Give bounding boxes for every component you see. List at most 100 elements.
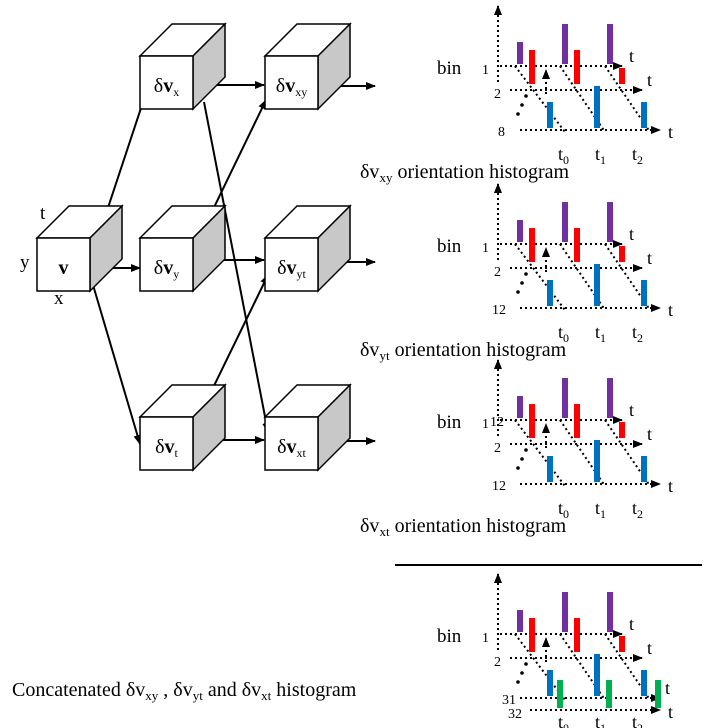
time-tick-label: t0	[558, 712, 569, 728]
block-delta-vyt: δvyt	[263, 204, 352, 293]
bar-purple	[607, 202, 613, 242]
ellipsis-dot	[524, 448, 528, 452]
bar-blue	[641, 280, 647, 306]
bar-purple	[607, 378, 613, 418]
time-tick-label: t2	[632, 498, 643, 521]
bin-number: 1	[482, 241, 489, 256]
bar-red	[574, 50, 580, 84]
block-delta-vxt: δvxt	[263, 383, 352, 472]
bar-blue	[547, 670, 553, 696]
bar-blue	[641, 456, 647, 482]
histogram-caption: δvxy orientation histogram	[360, 161, 570, 185]
bin-axis-label: bin	[437, 626, 462, 647]
histogram-caption: δvyt orientation histogram	[360, 339, 567, 363]
bar-red	[529, 404, 535, 438]
time-axis-label: t	[647, 70, 652, 90]
bar-red	[529, 228, 535, 262]
ellipsis-dot	[520, 103, 524, 107]
time-tick-label: t0	[558, 322, 569, 345]
ellipsis-dot	[516, 112, 520, 116]
time-tick-label: t0	[558, 498, 569, 521]
bar-red	[619, 246, 625, 262]
time-diagonal	[514, 419, 566, 487]
arrow-v-to-dvt	[87, 267, 142, 445]
time-diagonal	[514, 243, 566, 311]
block-v-label: v	[59, 257, 69, 279]
bin-number: 32	[508, 707, 522, 722]
bar-purple	[607, 24, 613, 64]
ellipsis-dot	[524, 272, 528, 276]
ellipsis-dot	[524, 662, 528, 666]
bar-blue	[641, 102, 647, 128]
block-v: v	[35, 204, 124, 293]
bar-purple	[517, 610, 523, 632]
time-axis-label: t	[647, 638, 652, 658]
bar-red	[619, 68, 625, 84]
bin-axis-label: bin	[437, 58, 462, 79]
time-axis-label: t	[668, 702, 673, 722]
time-tick-label: t2	[632, 322, 643, 345]
time-tick-label: t1	[595, 712, 606, 728]
bar-blue	[594, 86, 600, 128]
block-delta-vt-label: δvt	[155, 436, 178, 460]
bin-number: 2	[494, 265, 501, 280]
bar-blue	[641, 670, 647, 696]
time-tick-label: t1	[595, 498, 606, 521]
time-diagonal	[514, 633, 566, 701]
block-delta-vxt-label: δvxt	[277, 436, 306, 460]
block-delta-vxy: δvxy	[263, 22, 352, 111]
bar-green	[655, 680, 661, 708]
time-diagonal	[514, 65, 566, 133]
bar-green	[606, 680, 612, 708]
time-axis-label: t	[668, 300, 673, 320]
axis-x-label: x	[54, 288, 64, 309]
bin-number: 31	[502, 693, 516, 708]
time-axis-label: t	[629, 224, 634, 244]
time-tick-label: t1	[595, 144, 606, 167]
bin-number: 1	[482, 417, 489, 432]
bar-red	[574, 404, 580, 438]
concat-caption: Concatenated δvxy , δvyt and δvxt histog…	[12, 679, 357, 703]
time-tick-label: t1	[595, 322, 606, 345]
bar-purple	[562, 24, 568, 64]
block-delta-vx: δvx	[138, 22, 227, 111]
ellipsis-dot	[520, 457, 524, 461]
block-delta-vyt-label: δvyt	[277, 257, 306, 281]
bar-blue	[547, 456, 553, 482]
time-axis-label: t	[668, 476, 673, 496]
ellipsis-dot	[524, 94, 528, 98]
bar-blue	[547, 102, 553, 128]
ellipsis-dot	[516, 680, 520, 684]
bin-number: 2	[494, 87, 501, 102]
bar-red	[619, 636, 625, 652]
ellipsis-dot	[520, 671, 524, 675]
bar-red	[619, 422, 625, 438]
time-tick-label: t0	[558, 144, 569, 167]
bar-purple	[607, 592, 613, 632]
bar-blue	[594, 264, 600, 306]
time-axis-label: t	[668, 122, 673, 142]
block-delta-vxy-label: δvxy	[276, 75, 307, 99]
bin-number: 12	[490, 415, 504, 430]
histogram-caption: δvxt orientation histogram	[360, 515, 567, 539]
bin-number: 1	[482, 63, 489, 78]
bar-purple	[517, 220, 523, 242]
time-axis-label: t	[665, 678, 670, 698]
bar-purple	[517, 396, 523, 418]
time-tick-label: t2	[632, 144, 643, 167]
bin-number: 2	[494, 655, 501, 670]
bar-green	[557, 680, 563, 708]
bin-axis-label: bin	[437, 412, 462, 433]
axis-y-label: y	[20, 252, 30, 273]
bar-red	[574, 228, 580, 262]
time-axis-label: t	[629, 614, 634, 634]
bar-blue	[594, 654, 600, 696]
bar-purple	[562, 592, 568, 632]
bar-blue	[594, 440, 600, 482]
